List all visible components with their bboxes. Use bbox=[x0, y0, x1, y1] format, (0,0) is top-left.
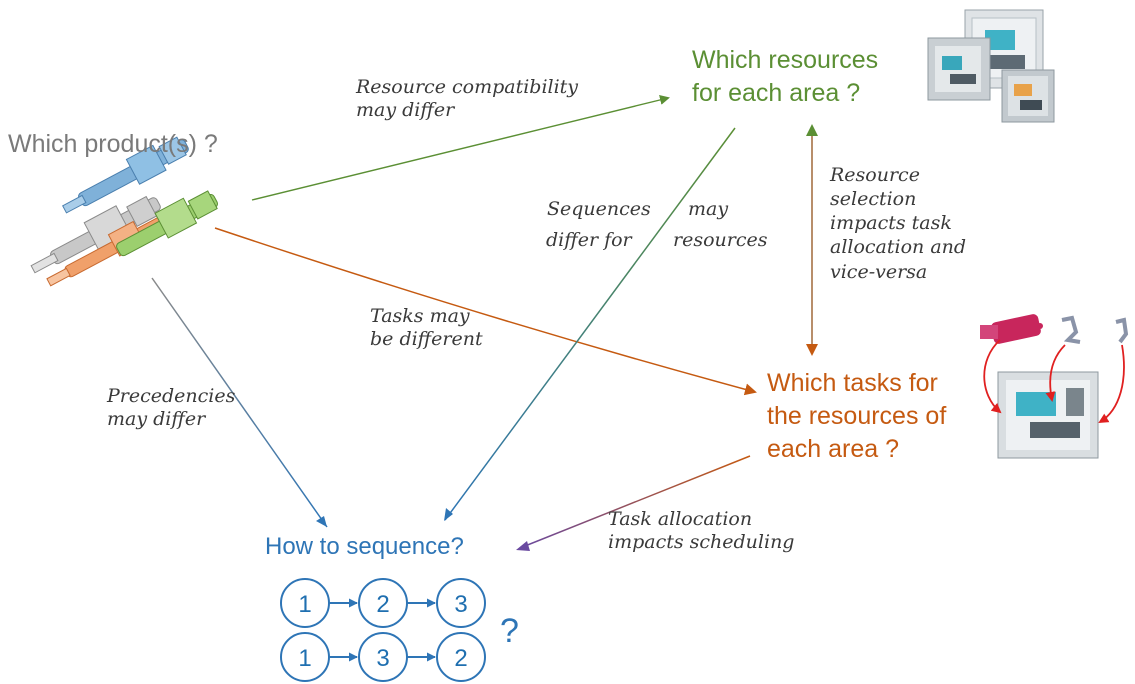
arrow-resources-to-sequence bbox=[444, 127, 736, 521]
note-resource-selection: Resource selection impacts task allocati… bbox=[830, 164, 967, 283]
sequence-row-1: 1 2 3 bbox=[280, 578, 486, 628]
note-task-allocation: Task allocation impacts scheduling bbox=[608, 508, 795, 553]
question-tasks: Which tasks for the resources of each ar… bbox=[767, 369, 947, 463]
arrow-products-to-tasks bbox=[214, 227, 757, 396]
seq2-node-a-label: 1 bbox=[298, 645, 311, 672]
sequence-question-mark: ? bbox=[500, 612, 519, 650]
note-precedencies: Precedencies may differ bbox=[107, 385, 236, 430]
robots-and-workcell-image bbox=[980, 314, 1129, 459]
seq1-node-c bbox=[436, 578, 486, 628]
arrow-products-to-sequence bbox=[151, 277, 328, 528]
question-resources: Which resources for each area ? bbox=[692, 46, 879, 107]
note-resource-compatibility: Resource compatibility may differ bbox=[356, 76, 579, 121]
question-products: Which product(s) ? bbox=[8, 130, 218, 158]
arrow-tasks-to-sequence bbox=[519, 455, 751, 549]
note-resources: resources bbox=[673, 229, 768, 251]
seq2-node-c-label: 2 bbox=[454, 645, 467, 672]
note-tasks-different: Tasks may be different bbox=[370, 305, 483, 350]
arrow-products-to-resources bbox=[251, 95, 670, 201]
question-sequence: How to sequence? bbox=[265, 533, 464, 560]
workcell-image-top bbox=[927, 9, 1055, 123]
sequence-row-2: 1 3 2 bbox=[280, 632, 486, 682]
note-may: may bbox=[688, 198, 729, 220]
seq2-node-c bbox=[436, 632, 486, 682]
seq2-node-b-label: 3 bbox=[376, 645, 389, 672]
seq1-node-a-label: 1 bbox=[298, 591, 311, 618]
seq1-node-b-label: 2 bbox=[376, 591, 389, 618]
note-differ-for: differ for bbox=[546, 229, 632, 251]
product-illustration bbox=[30, 136, 218, 287]
seq1-node-c-label: 3 bbox=[454, 591, 467, 618]
note-sequences: Sequences bbox=[547, 198, 651, 220]
